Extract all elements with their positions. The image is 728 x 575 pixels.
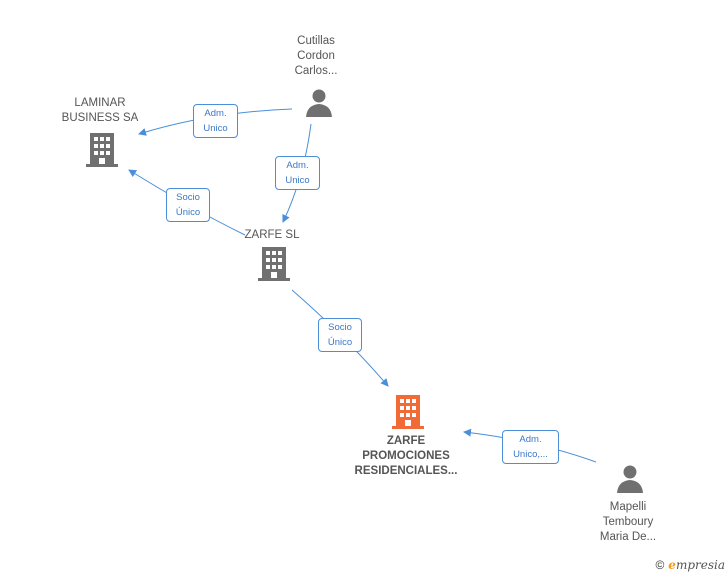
- building-icon[interactable]: [258, 246, 290, 287]
- node-label-laminar[interactable]: LAMINAR BUSINESS SA: [61, 97, 139, 124]
- footer-brand: © empresia: [655, 558, 725, 572]
- node-label-zarfe-sl[interactable]: ZARFE SL: [244, 229, 300, 241]
- edge-label-mapelli-promociones[interactable]: Adm. Unico,...: [502, 430, 559, 464]
- node-label-cutillas[interactable]: Cutillas Cordon Carlos...: [294, 35, 338, 77]
- edge-label-cutillas-laminar[interactable]: Adm. Unico: [193, 104, 238, 138]
- node-label-zarfe-promociones[interactable]: ZARFE PROMOCIONES RESIDENCIALES...: [354, 435, 458, 477]
- building-icon-main[interactable]: [392, 394, 424, 435]
- edge-label-zarfe-sl-promociones[interactable]: Socio Único: [318, 318, 362, 352]
- edge-label-cutillas-zarfe-sl[interactable]: Adm. Unico: [275, 156, 320, 190]
- node-label-mapelli[interactable]: Mapelli Temboury Maria De...: [599, 501, 657, 543]
- building-icon[interactable]: [86, 132, 118, 173]
- edge-label-zarfe-sl-laminar[interactable]: Socio Único: [166, 188, 210, 222]
- person-icon[interactable]: [304, 88, 334, 123]
- copyright-icon: ©: [655, 558, 665, 572]
- person-icon[interactable]: [615, 464, 645, 499]
- brand-logo[interactable]: empresia: [668, 558, 725, 572]
